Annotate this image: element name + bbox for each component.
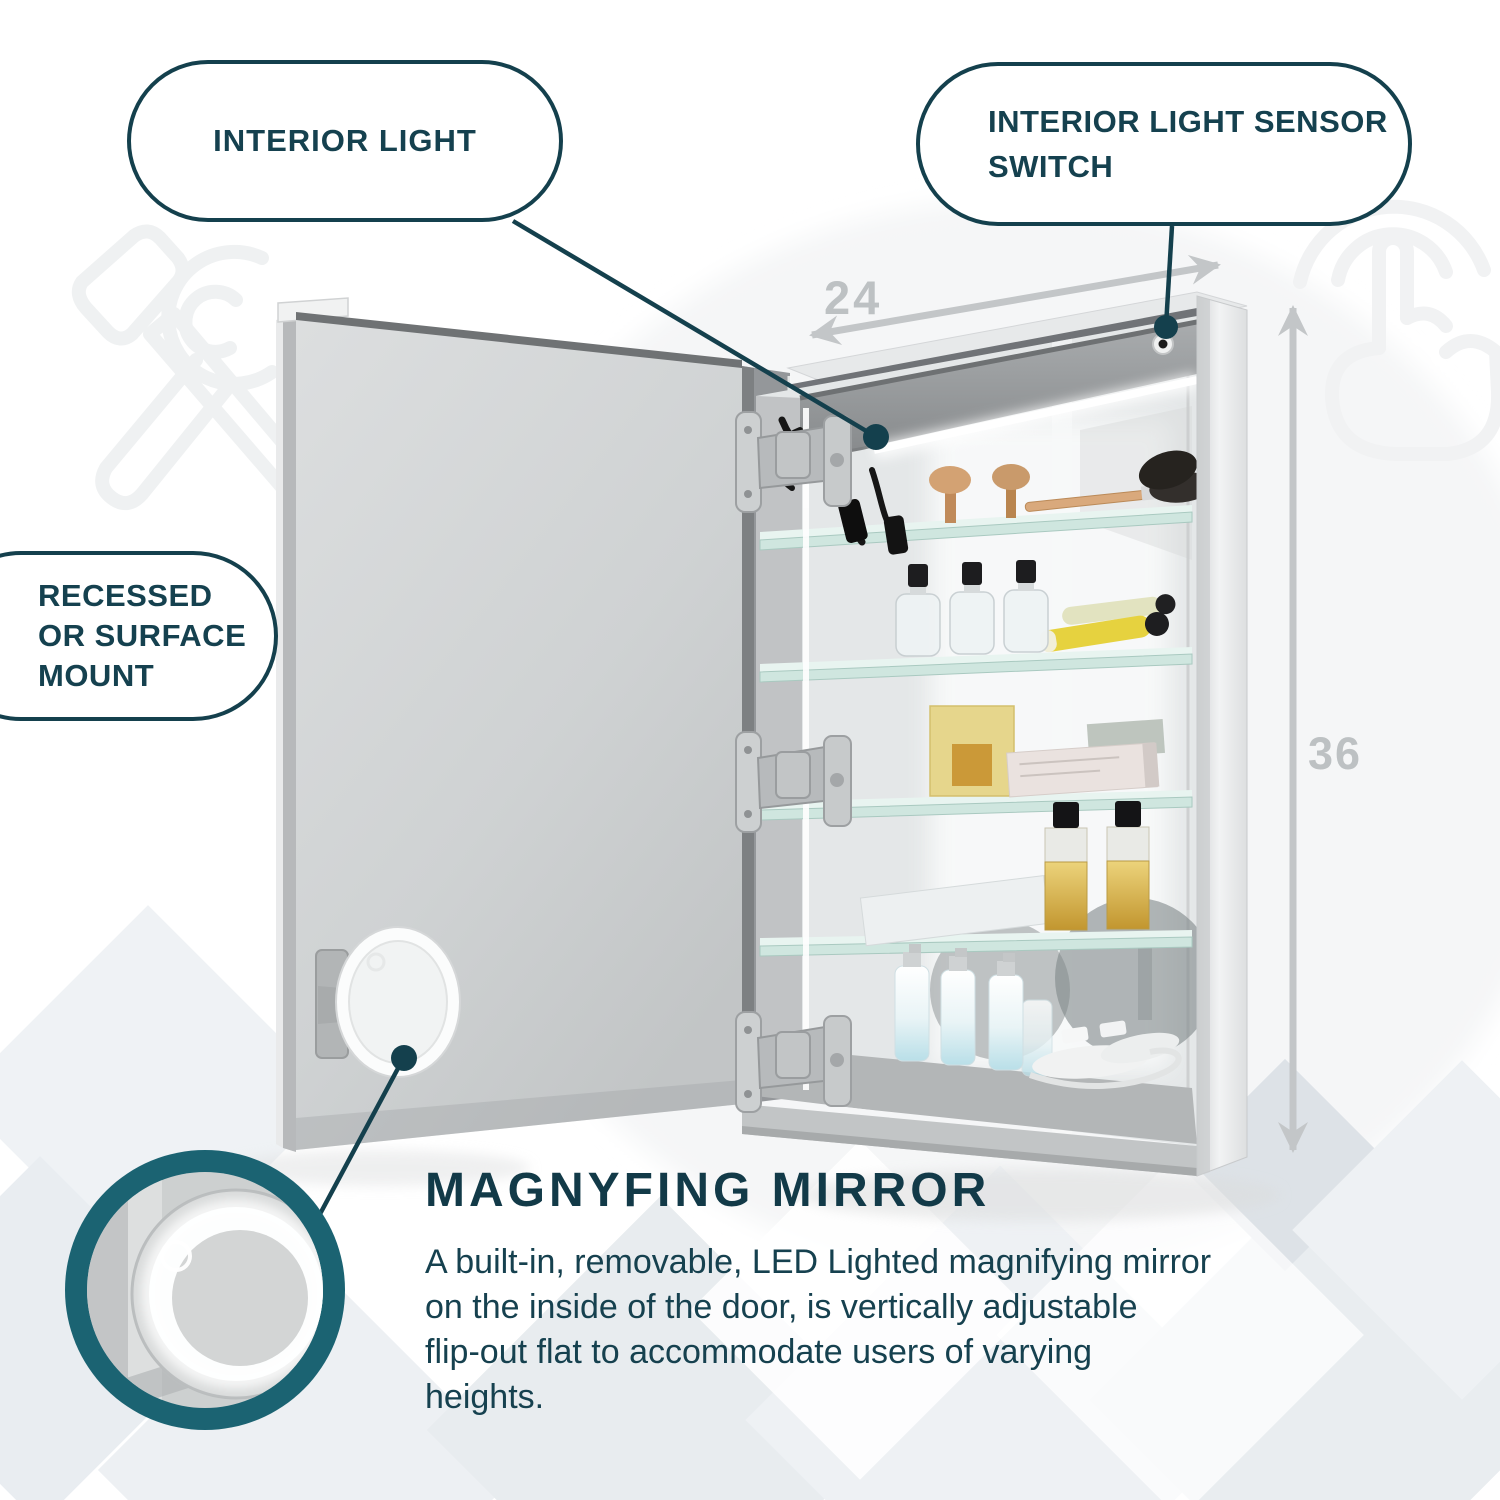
makeup-brushes (929, 450, 1197, 523)
detail-body-line: flip-out flat to accommodate users of va… (425, 1333, 1093, 1371)
magnifying-mirror (315, 926, 461, 1078)
amber-bottles (859, 801, 1150, 947)
leader-line-interior-light (511, 219, 889, 450)
callout-label: RECESSED (38, 578, 213, 613)
medicine-cabinet-photo (735, 291, 1248, 1177)
door-shadow (230, 1150, 530, 1186)
cabinet-shadow (800, 1169, 1280, 1221)
hinge (735, 411, 852, 1113)
width-dimension-arrow (809, 254, 1221, 346)
detail-heading: MAGNYFING MIRROR (425, 1164, 991, 1217)
leader-line-sensor-switch (1154, 225, 1178, 339)
callout-sensor-switch: INTERIOR LIGHT SENSOR SWITCH (916, 62, 1412, 226)
callout-label: SWITCH (988, 149, 1114, 184)
width-dimension-label: 24 (824, 271, 883, 324)
callout-label: INTERIOR LIGHT (213, 123, 477, 158)
detail-body: A built-in, removable, LED Lighted magni… (425, 1240, 1211, 1420)
detail-body-line: A built-in, removable, LED Lighted magni… (425, 1243, 1212, 1281)
tools-icon (71, 224, 313, 521)
callout-interior-light: INTERIOR LIGHT (127, 60, 563, 222)
detail-body-line: on the inside of the door, is vertically… (425, 1288, 1138, 1326)
callout-label: OR SURFACE (38, 618, 247, 653)
leader-line-magnifying-mirror (318, 1045, 417, 1216)
touch-gesture-icon (1293, 199, 1500, 461)
callout-label: MOUNT (38, 658, 155, 693)
skincare-bottles (894, 944, 1182, 1089)
magnifier-detail-circle (65, 1150, 345, 1430)
open-door (276, 297, 791, 1152)
cosmetic-boxes (929, 705, 1166, 798)
height-dimension-label: 36 (1308, 728, 1363, 779)
detail-body-line: heights. (425, 1378, 545, 1416)
callout-recessed-mount: RECESSED OR SURFACE MOUNT (0, 551, 278, 721)
perfume-bottles (895, 560, 1176, 657)
callout-label: INTERIOR LIGHT SENSOR (988, 104, 1388, 139)
